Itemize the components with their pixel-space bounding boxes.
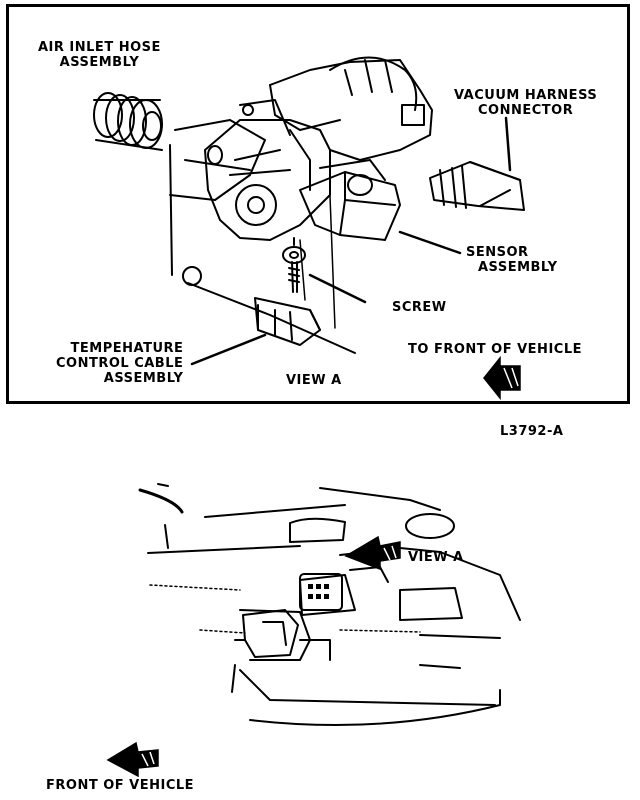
view-a-panel — [6, 4, 630, 404]
vacuum-harness-drawing — [429, 161, 525, 211]
arrow-front-of-vehicle — [106, 741, 159, 778]
temp-control-cable-label: TEMPEHATURE CONTROL CABLE ASSEMBLY — [56, 341, 184, 386]
vacuum-harness-label: VACUUM HARNESS CONNECTOR — [454, 88, 598, 118]
module-connector-drawing — [299, 573, 343, 611]
figure-id: L3792-A — [500, 424, 564, 439]
screw-label: SCREW — [392, 300, 447, 315]
air-inlet-hose-drawing — [93, 92, 163, 151]
view-a-pointer-label: VIEW A — [408, 550, 464, 565]
bracket-outline — [169, 119, 266, 201]
sensor-assembly-label: SENSOR ASSEMBLY — [466, 245, 558, 275]
aspirator-housing — [204, 56, 433, 241]
screw-drawing — [282, 237, 306, 293]
dash-outline — [138, 483, 521, 726]
front-of-vehicle-label: FRONT OF VEHICLE — [46, 778, 195, 793]
air-inlet-hose-label: AIR INLET HOSE ASSEMBLY — [38, 40, 161, 70]
arrow-to-front-top — [483, 355, 521, 401]
sensor-assembly-drawing — [299, 159, 401, 241]
to-front-of-vehicle-label: TO FRONT OF VEHICLE — [408, 342, 582, 357]
small-module-drawing — [242, 609, 299, 658]
arrow-view-a-lower — [344, 535, 401, 571]
view-a-caption: VIEW A — [286, 373, 342, 388]
temp-cable-drawing — [182, 266, 356, 354]
